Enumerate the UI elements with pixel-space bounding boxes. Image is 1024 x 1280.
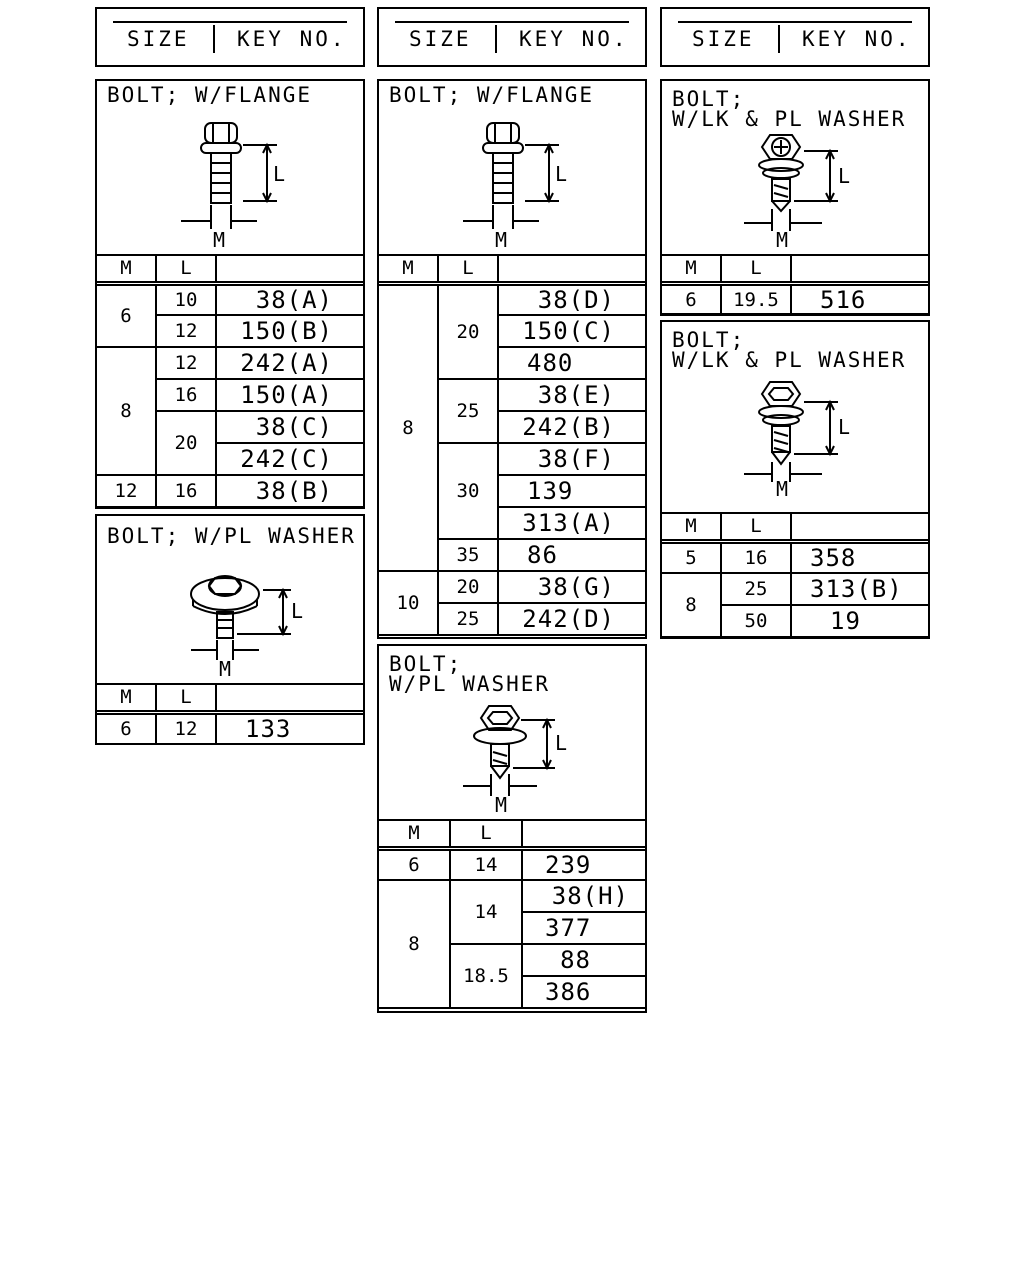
svg-text:L: L <box>838 415 850 439</box>
flange-bolt-icon: L M <box>463 122 567 251</box>
panel-title: BOLT; W/FLANGE <box>107 83 313 107</box>
key-no-cell: 19 <box>790 604 930 638</box>
panel-title: BOLT; W/PL WASHER <box>389 652 551 696</box>
washer-bolt-icon: L M <box>190 575 303 680</box>
flange-bolt-icon: L M <box>181 122 285 251</box>
key-no-cell: 38(B) <box>215 474 365 508</box>
key-no-cell: 242(C) <box>215 442 365 476</box>
header-key-no: KEY NO. <box>237 27 347 51</box>
key-no-cell: 516 <box>790 282 930 316</box>
key-no-cell: 313(B) <box>790 572 930 606</box>
key-no-cell: 38(G) <box>497 570 647 604</box>
key-no-cell: 242(B) <box>497 410 647 444</box>
key-no-cell: 86 <box>497 538 647 572</box>
key-no-cell: 133 <box>215 711 365 745</box>
header-size-key-3: SIZE KEY NO. <box>660 7 930 67</box>
header-size-key-2: SIZE KEY NO. <box>377 7 647 67</box>
svg-text:M: M <box>213 228 225 251</box>
key-no-cell: 38(C) <box>215 410 365 444</box>
svg-text:M: M <box>495 793 507 816</box>
key-no-cell: 88 <box>521 943 647 977</box>
key-no-cell: 38(E) <box>497 378 647 412</box>
panel-title: BOLT; W/LK & PL WASHER <box>672 328 907 372</box>
key-no-cell: 480 <box>497 346 647 380</box>
panel-title: BOLT; W/PL WASHER <box>107 524 356 548</box>
key-no-cell: 150(A) <box>215 378 365 412</box>
svg-text:M: M <box>219 657 231 680</box>
key-no-cell: 150(B) <box>215 314 365 348</box>
svg-text:M: M <box>776 228 788 251</box>
lock-washer-bolt-icon: L M <box>744 134 850 251</box>
key-no-cell: 239 <box>521 847 647 881</box>
key-no-cell: 242(A) <box>215 346 365 380</box>
svg-text:L: L <box>291 599 303 623</box>
svg-text:L: L <box>273 162 285 186</box>
key-no-cell: 150(C) <box>497 314 647 348</box>
key-no-cell: 139 <box>497 474 647 508</box>
key-no-cell: 38(H) <box>521 879 647 913</box>
washer-bolt-icon: L M <box>463 705 567 816</box>
svg-text:L: L <box>555 731 567 755</box>
header-size: SIZE <box>127 27 190 51</box>
header-size-key-1: SIZE KEY NO. <box>95 7 365 67</box>
svg-text:L: L <box>838 164 850 188</box>
panel-title: BOLT; W/LK & PL WASHER <box>672 87 907 131</box>
svg-text:L: L <box>555 162 567 186</box>
header-key-no: KEY NO. <box>519 27 629 51</box>
key-no-cell: 38(F) <box>497 442 647 476</box>
header-key-no: KEY NO. <box>802 27 912 51</box>
svg-text:M: M <box>495 228 507 251</box>
key-no-cell: 38(D) <box>497 282 647 316</box>
key-no-cell: 377 <box>521 911 647 945</box>
panel-title: BOLT; W/FLANGE <box>389 83 595 107</box>
key-no-cell: 38(A) <box>215 282 365 316</box>
key-no-cell: 242(D) <box>497 602 647 636</box>
key-no-cell: 358 <box>790 540 930 574</box>
header-size: SIZE <box>692 27 755 51</box>
header-size: SIZE <box>409 27 472 51</box>
key-no-cell: 313(A) <box>497 506 647 540</box>
key-no-cell: 386 <box>521 975 647 1009</box>
lock-washer-bolt-icon: L M <box>744 381 850 501</box>
svg-text:M: M <box>776 477 788 501</box>
